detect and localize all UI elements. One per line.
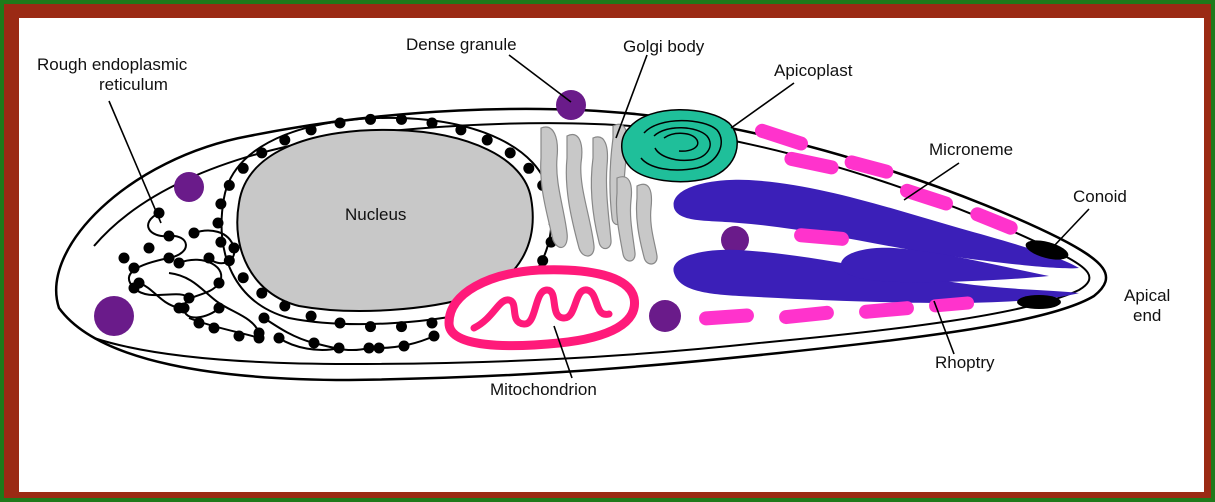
ribosome-dot	[396, 114, 407, 125]
ribosome-dot	[224, 180, 235, 191]
ribosome-dot	[396, 321, 407, 332]
microneme-label: Microneme	[929, 140, 1013, 159]
er-ribosome-dot	[189, 228, 200, 239]
ribosome-dot	[306, 311, 317, 322]
er-ribosome-dot	[309, 338, 320, 349]
er-ribosome-dot	[129, 263, 140, 274]
er-ribosome-dot	[204, 253, 215, 264]
er-ribosome-dot	[174, 303, 185, 314]
apicoplast-label: Apicoplast	[774, 61, 853, 80]
apical-end-label: Apical	[1124, 286, 1170, 305]
er-ribosome-dot	[399, 341, 410, 352]
ribosome-dot	[279, 301, 290, 312]
er-ribosome-dot	[164, 231, 175, 242]
ribosome-dot	[256, 147, 267, 158]
golgi-body-label: Golgi body	[623, 37, 705, 56]
er-ribosome-dot	[214, 278, 225, 289]
ribosome-dot	[335, 318, 346, 329]
ribosome-dot	[523, 163, 534, 174]
rhoptry-label: Rhoptry	[935, 353, 995, 372]
er-ribosome-dot	[364, 343, 375, 354]
er-ribosome-dot	[254, 333, 265, 344]
ribosome-dot	[427, 118, 438, 129]
apical-end-label-line2: end	[1133, 306, 1161, 325]
er-ribosome-dot	[374, 343, 385, 354]
apicoplast	[622, 110, 737, 182]
er-ribosome-dot	[174, 258, 185, 269]
ribosome-dot	[482, 135, 493, 146]
diagram-panel: Rough endoplasmic reticulum Dense granul…	[19, 18, 1204, 492]
ribosome-dot	[238, 163, 249, 174]
er-ribosome-dot	[229, 243, 240, 254]
er-ribosome-dot	[259, 313, 270, 324]
ribosome-dot	[213, 218, 224, 229]
ribosome-dot	[365, 114, 376, 125]
dense-granule	[174, 172, 204, 202]
ribosome-dot	[306, 124, 317, 135]
er-ribosome-dot	[144, 243, 155, 254]
ribosome-dot	[537, 255, 548, 266]
er-ribosome-dot	[134, 278, 145, 289]
conoid-label: Conoid	[1073, 187, 1127, 206]
conoid	[1017, 295, 1061, 309]
rough-er-label-line2: reticulum	[99, 75, 168, 94]
er-ribosome-dot	[214, 303, 225, 314]
er-ribosome-dot	[184, 293, 195, 304]
nucleus-label: Nucleus	[345, 205, 406, 224]
dense-granule-label: Dense granule	[406, 35, 517, 54]
er-ribosome-dot	[209, 323, 220, 334]
er-ribosome-dot	[194, 318, 205, 329]
ribosome-dot	[427, 318, 438, 329]
mitochondrion-label: Mitochondrion	[490, 380, 597, 399]
er-ribosome-dot	[429, 331, 440, 342]
toxoplasma-cell-diagram: Rough endoplasmic reticulum Dense granul…	[19, 18, 1204, 492]
ribosome-dot	[455, 124, 466, 135]
dense-granule	[649, 300, 681, 332]
ribosome-dot	[215, 237, 226, 248]
ribosome-dot	[238, 272, 249, 283]
rough-er-label: Rough endoplasmic	[37, 55, 188, 74]
ribosome-dot	[505, 147, 516, 158]
er-ribosome-dot	[274, 333, 285, 344]
er-ribosome-dot	[234, 331, 245, 342]
er-ribosome-dot	[119, 253, 130, 264]
outer-frame: Rough endoplasmic reticulum Dense granul…	[4, 4, 1211, 498]
ribosome-dot	[256, 288, 267, 299]
ribosome-dot	[215, 198, 226, 209]
ribosome-dot	[365, 321, 376, 332]
dense-granule	[94, 296, 134, 336]
er-ribosome-dot	[164, 253, 175, 264]
ribosome-dot	[279, 135, 290, 146]
ribosome-dot	[335, 118, 346, 129]
er-ribosome-dot	[334, 343, 345, 354]
mitochondrion	[449, 270, 635, 346]
